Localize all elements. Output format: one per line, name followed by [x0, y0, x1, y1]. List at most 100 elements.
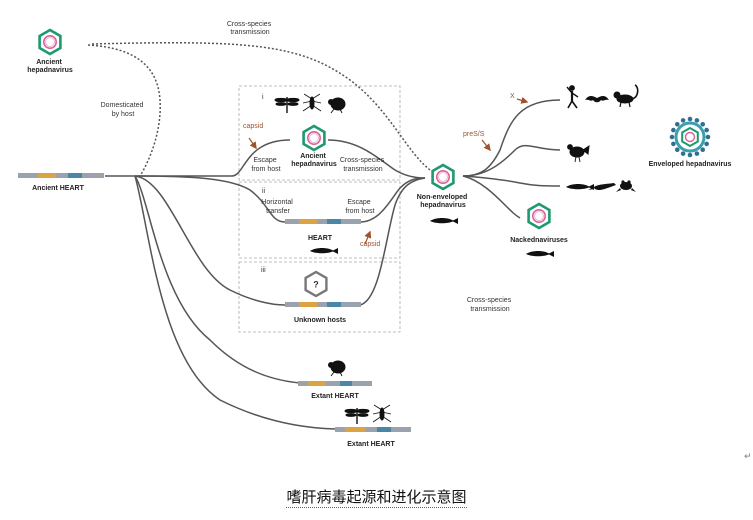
- box-ii: [238, 181, 401, 259]
- capsid-label-2: capsid: [360, 241, 380, 248]
- unknown-hosts-bar: [285, 302, 361, 307]
- escape-host-1-label-1: Escape: [253, 157, 276, 164]
- mosquito-icon-extant: [372, 404, 392, 423]
- frog-icon: [616, 180, 636, 192]
- bird-icon: [567, 144, 590, 163]
- cross-species-bottom-label-1: Cross-species: [467, 297, 512, 304]
- enveloped-hepadnavirus-icon: [669, 116, 711, 158]
- escape-host-1-label-2: from host: [251, 166, 280, 173]
- envelope-spike: [680, 118, 686, 123]
- envelope-spike: [687, 152, 693, 158]
- cross-species-mid-label-1: Cross-species: [340, 157, 385, 164]
- cross-species-mid-label-2: transmission: [343, 166, 382, 173]
- crocodile-icon: [588, 183, 616, 190]
- fish-icon-nackednavirus: [526, 251, 554, 257]
- ancient-hepadnavirus-label-2: hepadnavirus: [27, 67, 73, 74]
- cross-species-bottom-label-2: transmission: [470, 306, 509, 313]
- envelope-spike: [704, 127, 709, 133]
- ancient-hepadnavirus-mid-label-1: Ancient: [300, 153, 326, 160]
- envelope-spike: [704, 141, 709, 147]
- hepadnavirus-evolution-diagram: Ancient hepadnavirus Cross-species trans…: [18, 21, 732, 448]
- non-enveloped-label-2: hepadnavirus: [420, 202, 466, 209]
- heart-bar: [285, 219, 361, 224]
- svg-text:Non-enveloped hepadnavirus: Non-enveloped hepadnavirus: [417, 194, 470, 209]
- cross-species-top-label-1: Cross-species: [227, 21, 272, 28]
- envelope-spike: [694, 118, 700, 123]
- svg-text:Escape from host: Escape from host: [345, 199, 374, 215]
- box-panels: [238, 85, 401, 333]
- envelope-spike: [671, 127, 676, 133]
- envelope-spike: [694, 151, 700, 156]
- horizontal-transfer-label-1: Horizontal: [261, 199, 293, 206]
- dragonfly-icon-extant: [344, 408, 370, 424]
- dragonfly-icon: [274, 97, 300, 113]
- fish-icon-box-ii: [310, 248, 338, 254]
- domesticated-label-2: by host: [112, 111, 135, 118]
- unknown-hosts-label: Unknown hosts: [294, 317, 346, 324]
- svg-text:Escape from host: Escape from host: [251, 157, 280, 173]
- envelope-spike: [674, 147, 680, 153]
- ancient-hepadnavirus-mid-label-2: hepadnavirus: [291, 161, 337, 168]
- extant-heart-bar-2: [335, 427, 411, 432]
- escape-host-2-label-2: from host: [345, 208, 374, 215]
- horizontal-transfer-label-2: transfer: [266, 208, 290, 215]
- heart-label: HEART: [308, 235, 333, 242]
- escape-host-2-label-1: Escape: [347, 199, 370, 206]
- envelope-spike: [687, 116, 693, 122]
- envelope-spike: [700, 147, 706, 153]
- extant-heart-bar-1: [298, 381, 372, 386]
- envelope-spike: [674, 121, 680, 127]
- svg-text:Cross-species transmission: Cross-species transmission: [467, 297, 513, 313]
- extant-heart-label-1: Extant HEART: [311, 393, 359, 400]
- domestication-path: [87, 44, 161, 177]
- svg-text:Ancient hepadnavirus: Ancient hepadnavirus: [291, 153, 337, 168]
- enveloped-hepadnavirus-label: Enveloped hepadnavirus: [649, 161, 732, 168]
- envelope-spike: [669, 134, 675, 140]
- pathways: [87, 42, 561, 430]
- figure-caption: 嗜肝病毒起源和进化示意图: [0, 486, 753, 508]
- envelope-spike: [705, 134, 711, 140]
- bat-icon: [585, 96, 609, 103]
- box-i-label: i: [262, 94, 264, 101]
- box-iii: [238, 261, 401, 333]
- unknown-symbol: ?: [313, 280, 319, 290]
- human-icon: [566, 85, 579, 109]
- cross-species-top-path: [91, 42, 431, 171]
- nackednaviruses-label: Nackednaviruses: [510, 237, 568, 244]
- svg-text:Horizontal transfer: Horizontal transfer: [261, 199, 294, 215]
- ancient-hepadnavirus-mid-icon: [302, 124, 326, 152]
- caption-text: 嗜肝病毒起源和进化示意图: [286, 488, 467, 508]
- svg-text:Cross-species transmission: Cross-species transmission: [340, 157, 386, 173]
- pre-s-label: preS/S: [463, 131, 485, 138]
- envelope-spike: [680, 151, 686, 156]
- brown-arrows: [248, 96, 529, 245]
- paragraph-mark: ↵: [744, 452, 752, 462]
- ancient-hepadnavirus-icon: [38, 28, 62, 56]
- box-iii-label: iii: [261, 267, 266, 274]
- non-enveloped-label-1: Non-enveloped: [417, 194, 468, 201]
- cross-species-top-label-2: transmission: [230, 29, 269, 36]
- ancient-hepadnavirus-label-1: Ancient: [36, 59, 62, 66]
- extant-heart-label-2: Extant HEART: [347, 441, 395, 448]
- svg-text:Cross-species transmission: Cross-species transmission: [227, 21, 273, 36]
- ancient-heart-label: Ancient HEART: [32, 185, 84, 192]
- box-i: [238, 85, 401, 181]
- svg-text:Ancient hepadnavirus: Ancient hepadnavirus: [27, 59, 73, 74]
- unknown-virus-icon: ?: [304, 270, 328, 298]
- fish-icon-non-enveloped: [430, 218, 458, 224]
- non-enveloped-hepadnavirus-icon: [431, 163, 455, 191]
- domesticated-label-1: Domesticated: [101, 102, 144, 109]
- mosquito-icon: [302, 93, 322, 112]
- beetle-icon-extant: [328, 360, 346, 377]
- x-mark: X: [510, 93, 515, 100]
- envelope-spike: [671, 141, 676, 147]
- ancient-heart-bar: [18, 173, 104, 178]
- beetle-icon: [328, 97, 346, 114]
- box-ii-label: ii: [262, 188, 266, 195]
- capsid-label-1: capsid: [243, 123, 263, 130]
- lemur-icon: [613, 84, 639, 108]
- svg-text:Domesticated by host: Domesticated by host: [101, 102, 146, 118]
- nackednavirus-icon: [527, 202, 551, 230]
- envelope-spike: [700, 121, 706, 127]
